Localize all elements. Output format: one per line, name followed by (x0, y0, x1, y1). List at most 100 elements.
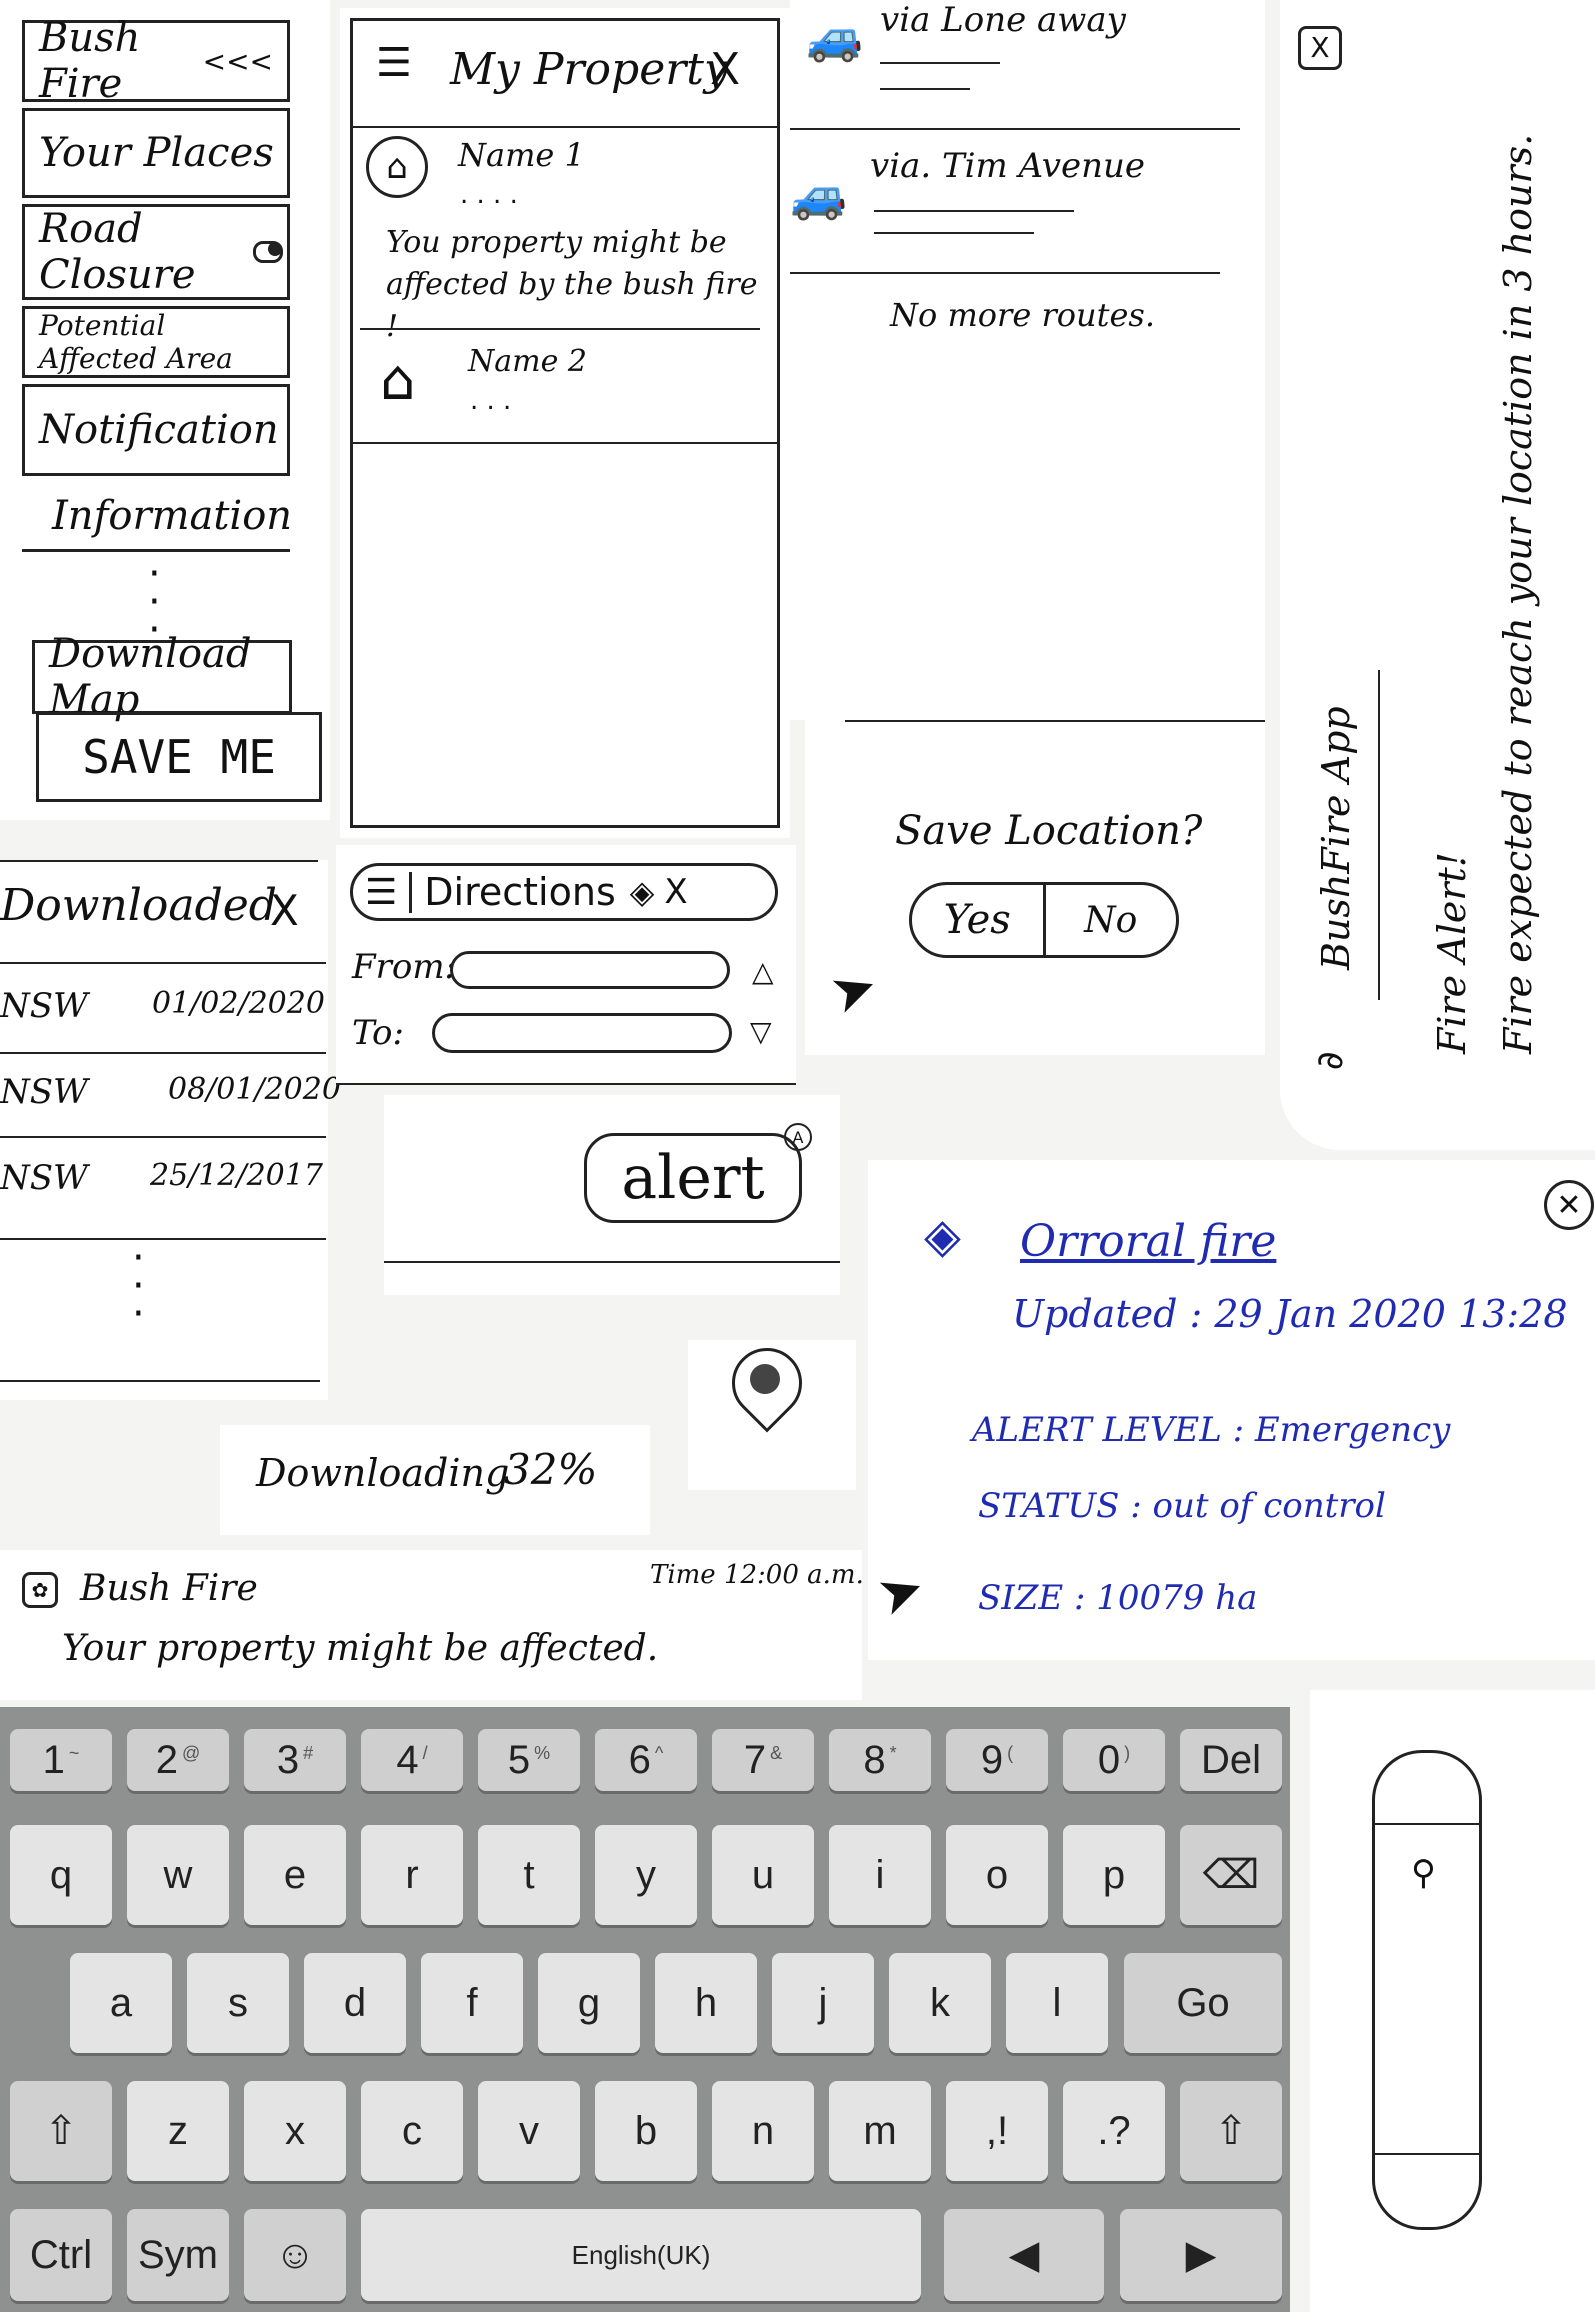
key-h[interactable]: h (655, 1953, 757, 2053)
cursor-left-key[interactable]: ◀ (944, 2209, 1104, 2301)
shift-key[interactable]: ⇧ (10, 2081, 112, 2181)
key-s[interactable]: s (187, 1953, 289, 2053)
shift-key[interactable]: ⇧ (1180, 2081, 1282, 2181)
menu-title: Bush Fire <<< (22, 15, 290, 107)
downloading-status: Downloading 32% (220, 1425, 650, 1535)
key-u[interactable]: u (712, 1825, 814, 1925)
key-2[interactable]: 2@ (127, 1729, 229, 1791)
key-p[interactable]: p (1063, 1825, 1165, 1925)
key-g[interactable]: g (538, 1953, 640, 2053)
key-d[interactable]: d (304, 1953, 406, 2053)
property-title: My Property (450, 44, 729, 95)
key-1[interactable]: 1~ (10, 1729, 112, 1791)
save-me-button[interactable]: SAVE ME (36, 712, 322, 802)
directions-close-icon[interactable]: X (664, 872, 688, 912)
directions-menu-icon[interactable]: ☰ (353, 871, 413, 913)
key-,![interactable]: ,! (946, 2081, 1048, 2181)
notification-rotated-content: ∂ BushFire App Fire Alert! Fire expected… (1280, 0, 1595, 1150)
key-7[interactable]: 7& (712, 1729, 814, 1791)
property-name-1[interactable]: Name 1 (458, 136, 585, 174)
navigate-icon[interactable]: ◈ (629, 873, 655, 911)
from-label: From: (352, 947, 457, 987)
menu-item-potential-affected-area[interactable]: Potential Affected Area (22, 306, 290, 378)
key-w[interactable]: w (127, 1825, 229, 1925)
route-1[interactable]: via Lone away (880, 0, 1126, 40)
key-j[interactable]: j (772, 1953, 874, 2053)
ctrl-key[interactable]: Ctrl (10, 2209, 112, 2301)
cursor-pointer-icon: ➤ (868, 1554, 933, 1629)
directions-title: Directions (424, 870, 616, 914)
route-2[interactable]: via. Tim Avenue (870, 146, 1145, 186)
search-bar-vertical[interactable]: ⚲ (1372, 1750, 1482, 2230)
downloaded-panel: Downloaded X NSW 01/02/2020 NSW 08/01/20… (0, 860, 341, 1400)
menu-item-download-map[interactable]: Download Map (32, 631, 292, 723)
key-t[interactable]: t (478, 1825, 580, 1925)
key-x[interactable]: x (244, 2081, 346, 2181)
key-3[interactable]: 3# (244, 1729, 346, 1791)
property-name-2[interactable]: Name 2 (468, 344, 587, 379)
emoji-key[interactable]: ☺ (244, 2209, 346, 2301)
property-close-icon[interactable]: X (710, 44, 741, 95)
key-k[interactable]: k (889, 1953, 991, 2053)
fire-info-close-icon[interactable]: ✕ (1544, 1180, 1594, 1230)
downloaded-row[interactable]: NSW 25/12/2017 (0, 1158, 323, 1198)
key-b[interactable]: b (595, 2081, 697, 2181)
key-l[interactable]: l (1006, 1953, 1108, 2053)
swap-down-icon[interactable]: ▽ (750, 1015, 772, 1048)
key-q[interactable]: q (10, 1825, 112, 1925)
menu-item-road-closure[interactable]: Road Closure (22, 204, 290, 300)
sym-key[interactable]: Sym (127, 2209, 229, 2301)
toggle-icon[interactable] (253, 241, 283, 263)
key-f[interactable]: f (421, 1953, 523, 2053)
directions-panel: ☰ Directions ◈ X From: △ To: ▽ (336, 845, 796, 1085)
key-v[interactable]: v (478, 2081, 580, 2181)
key-4[interactable]: 4/ (361, 1729, 463, 1791)
downloaded-row[interactable]: NSW 08/01/2020 (0, 1072, 341, 1112)
key-y[interactable]: y (595, 1825, 697, 1925)
key-n[interactable]: n (712, 2081, 814, 2181)
go-key[interactable]: Go (1124, 1953, 1282, 2053)
swap-up-icon[interactable]: △ (752, 955, 774, 988)
backspace-key[interactable]: ⌫ (1180, 1825, 1282, 1925)
routes-panel: 🚙 via Lone away 🚙 via. Tim Avenue No mor… (790, 0, 1265, 720)
menu-item-your-places[interactable]: Your Places (22, 108, 290, 198)
key-r[interactable]: r (361, 1825, 463, 1925)
key-i[interactable]: i (829, 1825, 931, 1925)
key-6[interactable]: 6^ (595, 1729, 697, 1791)
search-icon[interactable]: ⚲ (1411, 1853, 1436, 1893)
notification-title: Fire Alert! (1430, 851, 1474, 1054)
more-rows-ellipsis: ··· (132, 1235, 145, 1337)
menu-item-information[interactable]: Information (22, 482, 292, 552)
key-o[interactable]: o (946, 1825, 1048, 1925)
cursor-right-key[interactable]: ▶ (1120, 2209, 1282, 2301)
fire-notification-card: X ∂ BushFire App Fire Alert! Fire expect… (1280, 0, 1595, 1150)
notification-message: Fire expected to reach your location in … (1496, 133, 1540, 1054)
no-button[interactable]: No (1084, 899, 1138, 941)
key-8[interactable]: 8* (829, 1729, 931, 1791)
space-key[interactable]: English(UK) (361, 2209, 921, 2301)
key-c[interactable]: c (361, 2081, 463, 2181)
key-9[interactable]: 9( (946, 1729, 1048, 1791)
downloading-percent: 32% (504, 1445, 598, 1494)
key-5[interactable]: 5% (478, 1729, 580, 1791)
menu-item-notification[interactable]: Notification (22, 384, 290, 476)
key-0[interactable]: 0) (1063, 1729, 1165, 1791)
key-a[interactable]: a (70, 1953, 172, 2053)
key-m[interactable]: m (829, 2081, 931, 2181)
yes-button[interactable]: Yes (912, 885, 1046, 955)
notification-close-icon[interactable]: X (1298, 26, 1342, 70)
key-z[interactable]: z (127, 2081, 229, 2181)
push-app-name: Bush Fire (80, 1568, 258, 1609)
downloading-text: Downloading (256, 1451, 510, 1495)
alert-button[interactable]: alert (584, 1133, 802, 1223)
delete-key[interactable]: Del (1180, 1729, 1282, 1791)
key-.?[interactable]: .? (1063, 2081, 1165, 2181)
downloaded-close-icon[interactable]: X (270, 886, 299, 935)
key-e[interactable]: e (244, 1825, 346, 1925)
to-input[interactable] (432, 1013, 732, 1053)
collapse-menu-button[interactable]: <<< (202, 44, 273, 78)
from-input[interactable] (450, 951, 730, 989)
downloaded-row[interactable]: NSW 01/02/2020 (0, 986, 325, 1026)
hamburger-icon[interactable]: ☰ (376, 40, 412, 86)
